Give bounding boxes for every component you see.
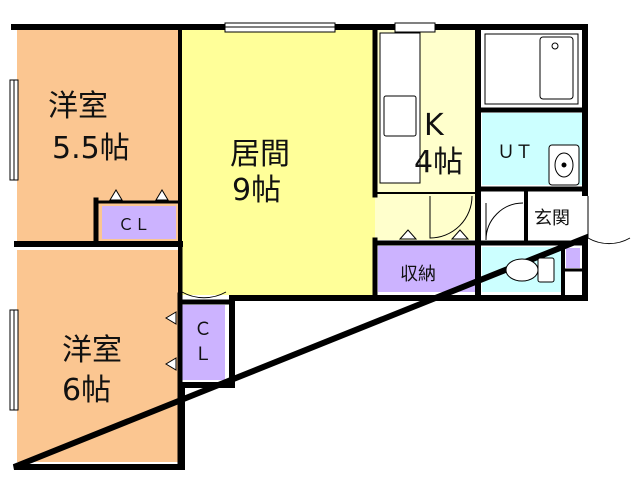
kitchen-counter (379, 32, 421, 184)
bathtub-icon (484, 33, 579, 105)
closet-a-floor (102, 206, 176, 239)
kitchen-name: K (424, 108, 445, 143)
entrance-name: 玄関 (534, 208, 570, 229)
window-top-kitchen (394, 22, 436, 33)
western-room-a-name: 洋室 (48, 89, 108, 124)
utility-name: ＵＴ (497, 142, 533, 163)
walls (11, 24, 588, 470)
kitchen-size: 4帖 (414, 145, 463, 180)
living-room-name: 居間 (230, 137, 290, 172)
closet-b-floor (182, 305, 225, 380)
room-labels: 洋室 5.5帖 居間 9帖 K 4帖 ＵＴ 玄関 収納 ＣＬ Ｃ Ｌ 洋室 6帖 (48, 89, 570, 408)
western-room-b-floor (17, 250, 180, 462)
washbasin-icon (548, 144, 580, 186)
closet-door-marks (109, 189, 470, 371)
storage-floor (378, 246, 475, 292)
entrance-floor (528, 193, 580, 238)
closet-b-name-line1: Ｃ (194, 319, 212, 340)
shoe-box-lower (566, 273, 580, 290)
western-room-b-name: 洋室 (62, 333, 122, 368)
western-room-a-size: 5.5帖 (52, 131, 130, 166)
storage-name: 収納 (400, 264, 436, 285)
western-room-b-size: 6帖 (62, 373, 111, 408)
sink-icon (383, 95, 417, 137)
closet-a-name: ＣＬ (118, 215, 150, 234)
closet-b-name-line2: Ｌ (194, 344, 212, 365)
living-room-floor (180, 30, 375, 295)
door-swings (181, 195, 631, 299)
living-room-size: 9帖 (232, 173, 281, 208)
toilet-icon (505, 257, 555, 283)
windows (9, 22, 436, 411)
shoe-box (566, 248, 580, 268)
